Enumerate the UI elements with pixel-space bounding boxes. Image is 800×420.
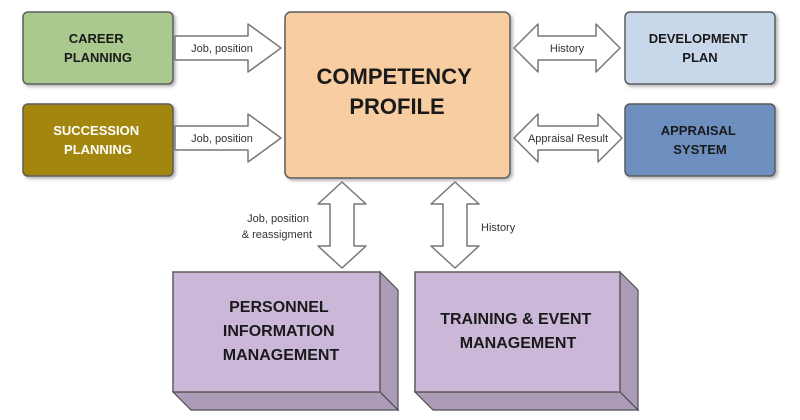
- competency-profile-line-1: COMPETENCY: [317, 64, 473, 89]
- svg-text:APPRAISAL SYSTEM: APPRAISAL SYSTEM: [661, 123, 740, 157]
- arrow-appraisal-label: Appraisal Result: [528, 133, 608, 145]
- arrow-profile-appraisal: Appraisal Result: [513, 113, 623, 163]
- succession-planning-line-2: PLANNING: [64, 142, 132, 157]
- svg-text:Job, position & reassigm: Job, position & reassigment: [242, 213, 312, 241]
- arrow-development-label: History: [550, 43, 585, 55]
- training-line-1: TRAINING & EVENT: [440, 311, 591, 328]
- training-event-management-box: TRAINING & EVENT MANAGEMENT: [413, 270, 640, 412]
- arrow-training-label: History: [481, 222, 516, 234]
- svg-text:DEVELOPMENT PLAN: DEVELOPMENT PLAN: [649, 31, 752, 65]
- arrow-succession-to-profile: Job, position: [174, 113, 282, 163]
- appraisal-system-line-2: SYSTEM: [673, 142, 726, 157]
- personnel-line-2: INFORMATION: [223, 323, 335, 340]
- svg-text:PERSONNEL INFORMATION: PERSONNEL INFORMATION MANAGEMENT: [223, 299, 340, 364]
- svg-text:SUCCESSION PLANNING: SUCCESSION PLANNING: [53, 123, 143, 157]
- development-plan-line-1: DEVELOPMENT: [649, 31, 748, 46]
- arrow-profile-training: History: [430, 181, 516, 269]
- succession-planning-line-1: SUCCESSION: [53, 123, 139, 138]
- arrow-career-to-profile: Job, position: [174, 23, 282, 73]
- arrow-profile-personnel: Job, position & reassigment: [242, 181, 367, 269]
- development-plan-line-2: PLAN: [682, 50, 717, 65]
- svg-text:CAREER PLANNING: CAREER PLANNING: [64, 31, 132, 65]
- development-plan-box: DEVELOPMENT PLAN: [624, 11, 776, 85]
- training-line-2: MANAGEMENT: [460, 335, 577, 352]
- arrow-personnel-label-1: Job, position: [247, 213, 309, 225]
- career-planning-box: CAREER PLANNING: [22, 11, 174, 85]
- arrow-succession-label: Job, position: [191, 133, 253, 145]
- career-planning-line-2: PLANNING: [64, 50, 132, 65]
- arrow-profile-development: History: [513, 23, 621, 73]
- personnel-information-management-box: PERSONNEL INFORMATION MANAGEMENT: [171, 270, 400, 412]
- arrow-career-label: Job, position: [191, 43, 253, 55]
- svg-text:COMPETENCY PROFILE: COMPETENCY PROFILE: [317, 64, 478, 119]
- competency-profile-box: COMPETENCY PROFILE: [284, 11, 511, 179]
- appraisal-system-line-1: APPRAISAL: [661, 123, 736, 138]
- succession-planning-box: SUCCESSION PLANNING: [22, 103, 174, 177]
- arrow-personnel-label-2: & reassigment: [242, 229, 312, 241]
- svg-text:TRAINING & EVENT MANAGEM: TRAINING & EVENT MANAGEMENT: [440, 311, 596, 352]
- appraisal-system-box: APPRAISAL SYSTEM: [624, 103, 776, 177]
- career-planning-line-1: CAREER: [69, 31, 125, 46]
- personnel-line-3: MANAGEMENT: [223, 347, 340, 364]
- competency-profile-line-2: PROFILE: [349, 94, 444, 119]
- personnel-line-1: PERSONNEL: [229, 299, 329, 316]
